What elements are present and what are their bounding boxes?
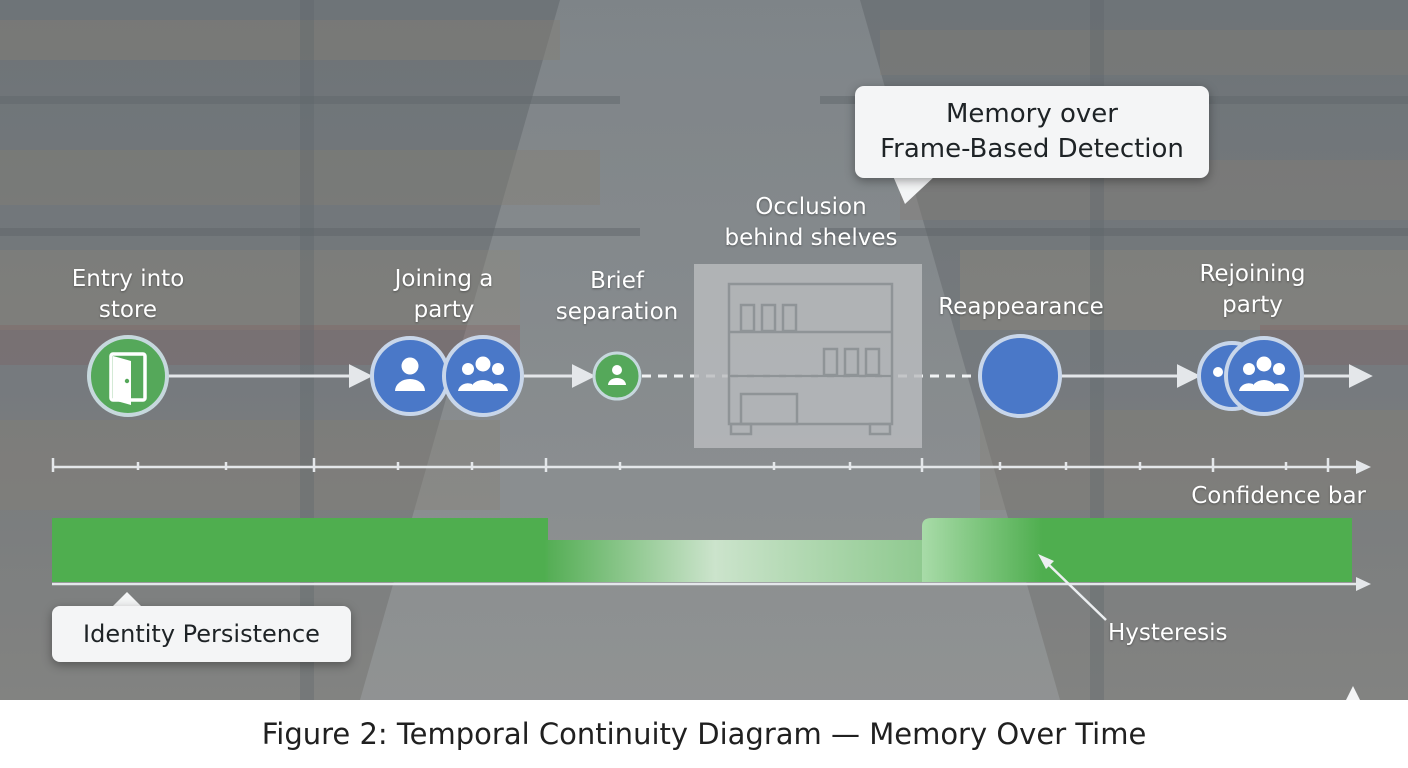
occlusion-shelves-block	[694, 264, 922, 448]
identity-tag-tail	[112, 592, 142, 607]
hysteresis-arrow	[1038, 554, 1107, 621]
identity-persistence-tag: Identity Persistence	[52, 606, 351, 662]
hysteresis-label: Hysteresis	[1108, 620, 1228, 646]
entry-node	[87, 335, 169, 417]
person-icon	[608, 365, 626, 385]
timeline-axis	[51, 458, 1366, 472]
label-reappearance: Reappearance	[938, 294, 1104, 320]
rejoining-group-node	[1224, 336, 1304, 416]
door-icon	[109, 352, 147, 405]
label-entry: Entry into store	[71, 266, 185, 323]
diagram-scene: Entry into store Joining a party Brief s…	[0, 0, 1408, 700]
joining-group-node	[442, 335, 524, 417]
separation-node	[592, 351, 642, 401]
label-occlusion: Occlusion behind shelves	[724, 194, 898, 251]
group-icon	[1239, 356, 1289, 391]
joining-person-node	[370, 336, 450, 416]
group-icon	[458, 356, 508, 391]
label-separation: Brief separation	[555, 268, 679, 325]
timeline-arrowhead	[1356, 460, 1371, 474]
figure-caption: Figure 2: Temporal Continuity Diagram — …	[0, 700, 1408, 768]
confidence-bar	[52, 518, 1371, 591]
label-joining: Joining a party	[394, 266, 494, 323]
shelves-icon	[727, 282, 894, 436]
memory-callout: Memory over Frame-Based Detection	[855, 86, 1209, 178]
label-rejoining: Rejoining party	[1199, 261, 1306, 318]
callout-tail	[893, 176, 935, 204]
confidence-bar-label: Confidence bar	[1191, 483, 1366, 509]
corner-marker	[1346, 686, 1360, 700]
person-icon	[395, 357, 425, 391]
reappearance-node	[978, 334, 1062, 418]
